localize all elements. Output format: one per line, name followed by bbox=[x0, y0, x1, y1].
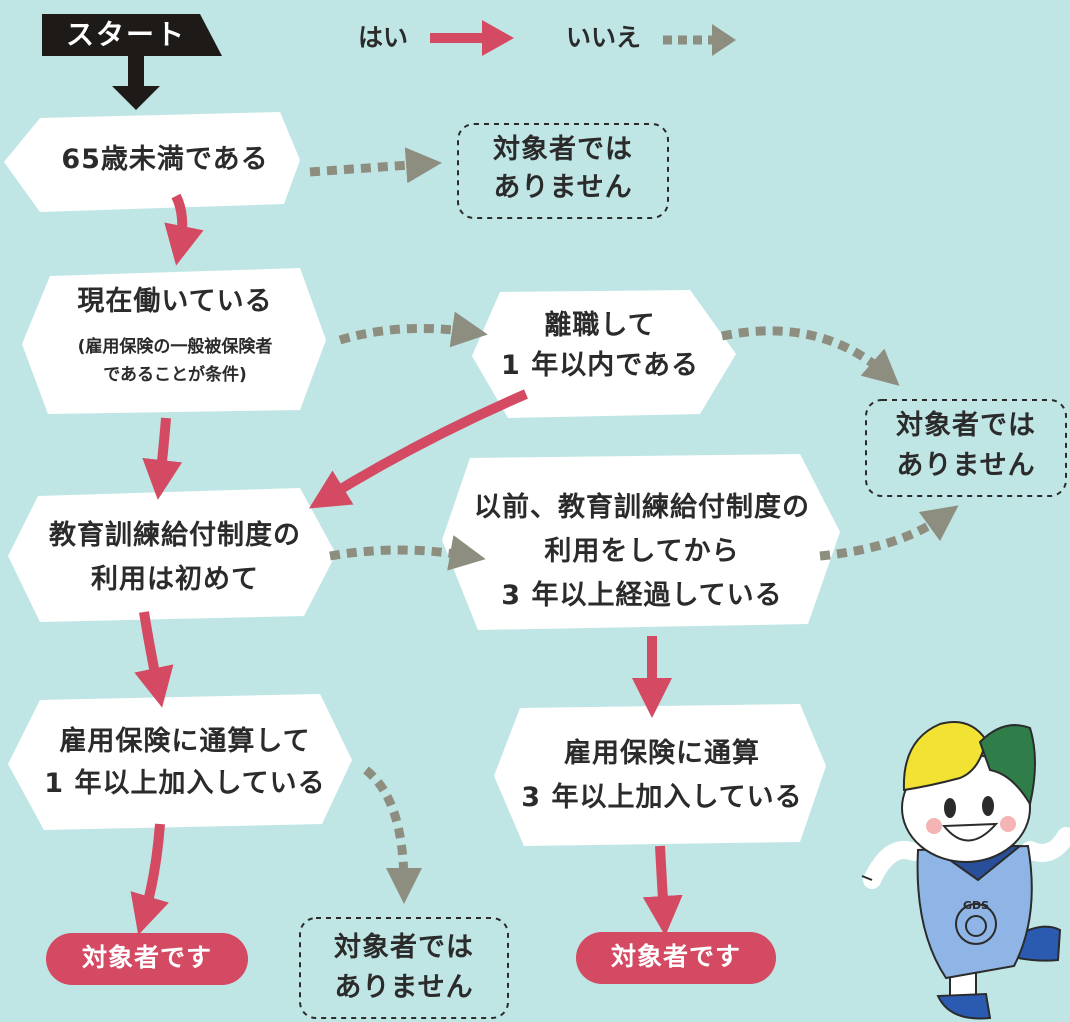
mascot-badge-icon bbox=[955, 903, 997, 945]
yes-arrow-leftjob-to-firstuse bbox=[308, 389, 528, 509]
not-eligible-box-2 bbox=[865, 399, 1067, 497]
node-ins1-label-2: 1 年以上加入している bbox=[44, 768, 326, 799]
legend-no-label: いいえ bbox=[566, 23, 642, 52]
not-eligible-box-3 bbox=[299, 917, 509, 1019]
node-under65-shape bbox=[4, 112, 300, 212]
node-leftjob-label-2: 1 年以内である bbox=[501, 350, 699, 381]
no-arrow-ins1-to-notelig bbox=[363, 766, 422, 904]
node-working-note-1: (雇用保険の一般被保険者 bbox=[77, 337, 273, 357]
no-arrow-working-to-leftjob bbox=[338, 311, 488, 348]
no-arrow-leftjob-to-notelig bbox=[721, 326, 900, 386]
yes-arrow-ins1-to-eligible bbox=[130, 823, 169, 936]
mascot-illustration bbox=[861, 721, 1070, 1020]
node-prevuse-label-2: 利用をしてから bbox=[544, 536, 740, 567]
start-box bbox=[42, 14, 222, 56]
node-prevuse-label-3: 3 年以上経過している bbox=[501, 580, 783, 611]
not-eligible-3-line-2: ありません bbox=[334, 972, 474, 1003]
node-working-shape bbox=[22, 268, 326, 414]
eligible-badge-2 bbox=[576, 932, 776, 984]
node-leftjob-label-1: 離職して bbox=[544, 310, 656, 341]
no-arrow-prevuse-to-notelig bbox=[819, 505, 959, 561]
start-label: スタート bbox=[66, 18, 187, 51]
not-eligible-1-line-1: 対象者では bbox=[493, 134, 633, 165]
yes-arrow-firstuse-to-ins1 bbox=[134, 611, 174, 708]
node-ins1-label-1: 雇用保険に通算して bbox=[59, 726, 311, 757]
node-prevuse-shape bbox=[442, 454, 840, 630]
node-ins3-shape bbox=[494, 704, 826, 846]
node-under65-label: 65歳未満である bbox=[61, 144, 269, 175]
node-ins1-shape bbox=[8, 694, 352, 830]
node-firstuse-shape bbox=[8, 488, 336, 622]
not-eligible-3-line-1: 対象者では bbox=[334, 932, 474, 963]
mascot-badge-text: GDS bbox=[962, 899, 990, 912]
no-arrow-firstuse-to-prevuse bbox=[329, 535, 486, 571]
eligible-badge-1 bbox=[46, 933, 248, 985]
start-arrow-shaft bbox=[128, 56, 144, 90]
not-eligible-box-1 bbox=[457, 123, 669, 219]
node-prevuse-label-1: 以前、教育訓練給付制度の bbox=[474, 492, 810, 523]
node-leftjob-shape bbox=[472, 290, 736, 418]
no-arrow-under65-to-notelig bbox=[309, 147, 442, 184]
not-eligible-1-line-2: ありません bbox=[493, 172, 633, 203]
not-eligible-2-line-1: 対象者では bbox=[896, 410, 1036, 441]
eligible-label-2: 対象者です bbox=[610, 942, 741, 971]
eligible-label-1: 対象者です bbox=[81, 943, 212, 972]
node-ins3-label-2: 3 年以上加入している bbox=[521, 782, 803, 813]
start-arrow-head bbox=[112, 86, 160, 110]
node-ins3-label-1: 雇用保険に通算 bbox=[564, 738, 760, 769]
node-firstuse-label-2: 利用は初めて bbox=[91, 564, 259, 595]
not-eligible-2-line-2: ありません bbox=[896, 450, 1036, 481]
node-firstuse-label-1: 教育訓練給付制度の bbox=[49, 520, 301, 551]
node-working-note-2: であることが条件) bbox=[103, 365, 247, 385]
legend-yes-arrow-head bbox=[482, 20, 514, 56]
yes-arrow-working-to-firstuse bbox=[142, 417, 183, 500]
legend-no-arrow-head bbox=[712, 24, 736, 56]
legend-yes-label: はい bbox=[358, 23, 409, 52]
yes-arrow-ins3-to-eligible bbox=[642, 845, 683, 936]
yes-arrow-under65-to-working bbox=[164, 193, 204, 266]
node-working-label: 現在働いている bbox=[77, 286, 273, 317]
